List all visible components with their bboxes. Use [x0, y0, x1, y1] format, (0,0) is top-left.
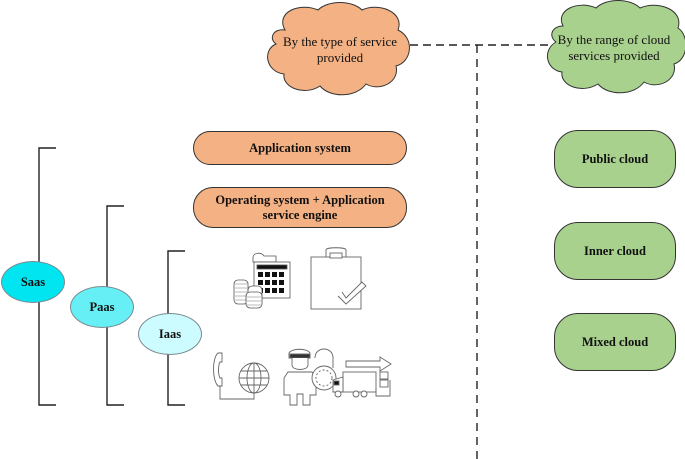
model-saas: Saas — [1, 261, 65, 303]
deployment-public-cloud: Public cloud — [554, 130, 676, 188]
model-iaas: Iaas — [138, 313, 202, 355]
deployment-mixed-cloud: Mixed cloud — [554, 313, 676, 371]
delivery-truck-icon — [332, 356, 392, 398]
cloud-service-range-label: By the range of cloud services provided — [557, 32, 671, 63]
layer-operating-system: Operating system + Application service e… — [193, 187, 407, 228]
model-paas: Paas — [70, 286, 134, 328]
cloud-service-type-shape — [267, 2, 410, 96]
security-guard-lock-icon — [283, 348, 337, 406]
phone-globe-icon — [213, 352, 270, 400]
deployment-inner-cloud: Inner cloud — [554, 222, 676, 280]
calculator-coins-icon — [233, 252, 291, 309]
shopping-bag-check-icon — [310, 247, 367, 310]
cloud-service-type-label: By the type of service provided — [282, 34, 398, 65]
layer-application-system: Application system — [193, 131, 407, 165]
cloud-service-range-shape — [547, 0, 685, 94]
